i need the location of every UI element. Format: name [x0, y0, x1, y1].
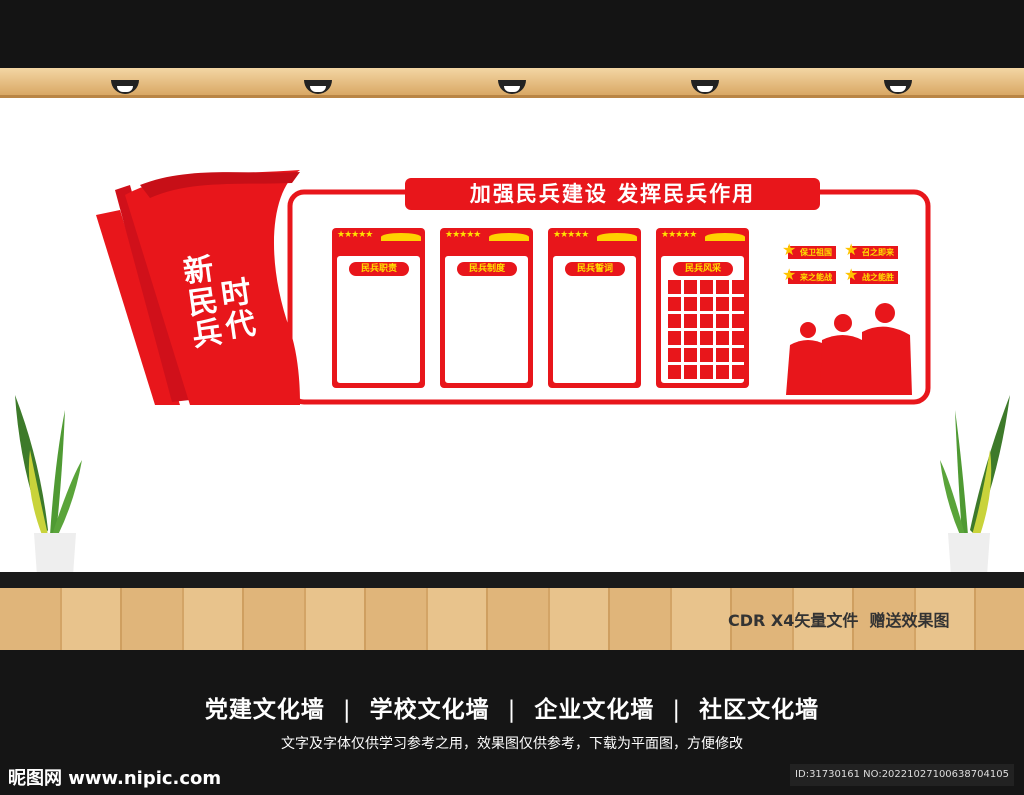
- star-icon: ★: [782, 265, 797, 284]
- panel-oath: ★★★★★ 民兵誓词: [548, 228, 641, 388]
- site-logo: 昵图网 www.nipic.com: [8, 768, 222, 789]
- floor-caption: CDR X4矢量文件 赠送效果图: [728, 611, 950, 630]
- star-icon: ★: [844, 240, 859, 259]
- category-label: 学校文化墙: [369, 697, 490, 723]
- culture-wall-graphic: [15, 170, 1010, 590]
- ceiling-light-icon: [111, 80, 139, 94]
- flag-shape: [125, 170, 300, 405]
- wood-floor: [0, 588, 1024, 650]
- panel-system: ★★★★★ 民兵制度: [440, 228, 533, 388]
- slogan-tag: ★战之能胜: [844, 267, 898, 284]
- category-label: 社区文化墙: [699, 697, 820, 723]
- panel-label: 民兵职责: [349, 262, 409, 276]
- flag-wave: [489, 233, 529, 241]
- category-label: 党建文化墙: [204, 697, 325, 723]
- stars-icon: ★★★★★: [445, 230, 481, 240]
- slogan-tag: ★召之即来: [844, 242, 898, 259]
- banner-title: 加强民兵建设 发挥民兵作用: [405, 178, 820, 210]
- star-icon: ★: [782, 240, 797, 259]
- flag-wave: [381, 233, 421, 241]
- soldier-silhouettes: [786, 303, 912, 395]
- separator: |: [672, 697, 682, 723]
- category-label: 企业文化墙: [534, 697, 655, 723]
- separator: |: [342, 697, 352, 723]
- footer-categories: 党建文化墙 | 学校文化墙 | 企业文化墙 | 社区文化墙: [0, 690, 1024, 724]
- stars-icon: ★★★★★: [337, 230, 373, 240]
- ceiling-light-icon: [884, 80, 912, 94]
- potted-plant-left: [15, 395, 82, 590]
- baseboard: [0, 572, 1024, 588]
- photo-grid: [668, 280, 745, 379]
- ceiling-light-icon: [304, 80, 332, 94]
- separator: |: [507, 697, 517, 723]
- panel-label: 民兵制度: [457, 262, 517, 276]
- flag-strip: [115, 185, 190, 402]
- ceiling-light-icon: [691, 80, 719, 94]
- top-bar: [0, 0, 1024, 68]
- image-id: ID:31730161 NO:20221027100638704105: [790, 764, 1014, 786]
- flag-fold: [140, 172, 300, 198]
- stars-icon: ★★★★★: [553, 230, 589, 240]
- flag-wave: [597, 233, 637, 241]
- footer-note: 文字及字体仅供学习参考之用，效果图仅供参考，下载为平面图，方便修改: [281, 736, 743, 752]
- stars-icon: ★★★★★: [661, 230, 697, 240]
- panel-label: 民兵誓词: [565, 262, 625, 276]
- slogan-tag: ★来之能战: [782, 267, 836, 284]
- flag-wave: [705, 233, 745, 241]
- potted-plant-right: [940, 395, 1010, 590]
- ceiling-light-icon: [498, 80, 526, 94]
- flag-strip: [96, 210, 180, 405]
- star-icon: ★: [844, 265, 859, 284]
- slogan-tag: ★保卫祖国: [782, 242, 836, 259]
- panel-label: 民兵风采: [673, 262, 733, 276]
- panel-duties: ★★★★★ 民兵职责: [332, 228, 425, 388]
- panel-style: ★★★★★ 民兵风采: [656, 228, 749, 388]
